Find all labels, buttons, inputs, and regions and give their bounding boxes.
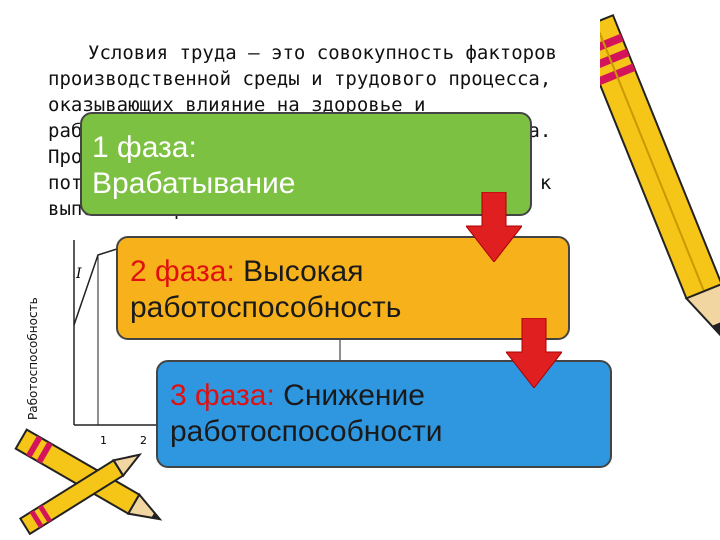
phase-2-box: 2 фаза: Высокая работоспособность xyxy=(116,236,570,340)
pencil-icon xyxy=(18,453,143,536)
chart-tick-label: 1 xyxy=(100,434,107,447)
chart-y-axis-label: Работоспособность xyxy=(26,297,40,420)
phase-3-number: 3 фаза: xyxy=(170,379,275,412)
intro-line: Условия труда – это совокупность факторо… xyxy=(88,42,557,64)
phase-2-title-line1: Высокая xyxy=(243,255,364,288)
phase-2-title-line2: работоспособность xyxy=(130,291,402,324)
pencil-icon xyxy=(14,428,163,521)
down-arrow-icon xyxy=(466,192,522,262)
chart-roman-label: I xyxy=(75,266,82,282)
phase-3-title-line1: Снижение xyxy=(283,379,425,412)
intro-line: оказывающих влияние на здоровье и xyxy=(48,94,426,116)
phase-2-number: 2 фаза: xyxy=(130,255,235,288)
phase-1-title: Врабатывание xyxy=(92,167,296,200)
down-arrow-icon xyxy=(506,318,562,388)
intro-line: производственной среды и трудового проце… xyxy=(48,68,552,90)
chart-curve xyxy=(73,247,121,326)
chart-tick-label: 2 xyxy=(140,434,147,447)
phase-1-box: 1 фаза: Врабатывание xyxy=(80,112,532,216)
phase-3-title-line2: работоспособности xyxy=(170,415,443,448)
pencil-icon xyxy=(600,13,720,341)
phase-1-number: 1 фаза: xyxy=(92,131,197,164)
